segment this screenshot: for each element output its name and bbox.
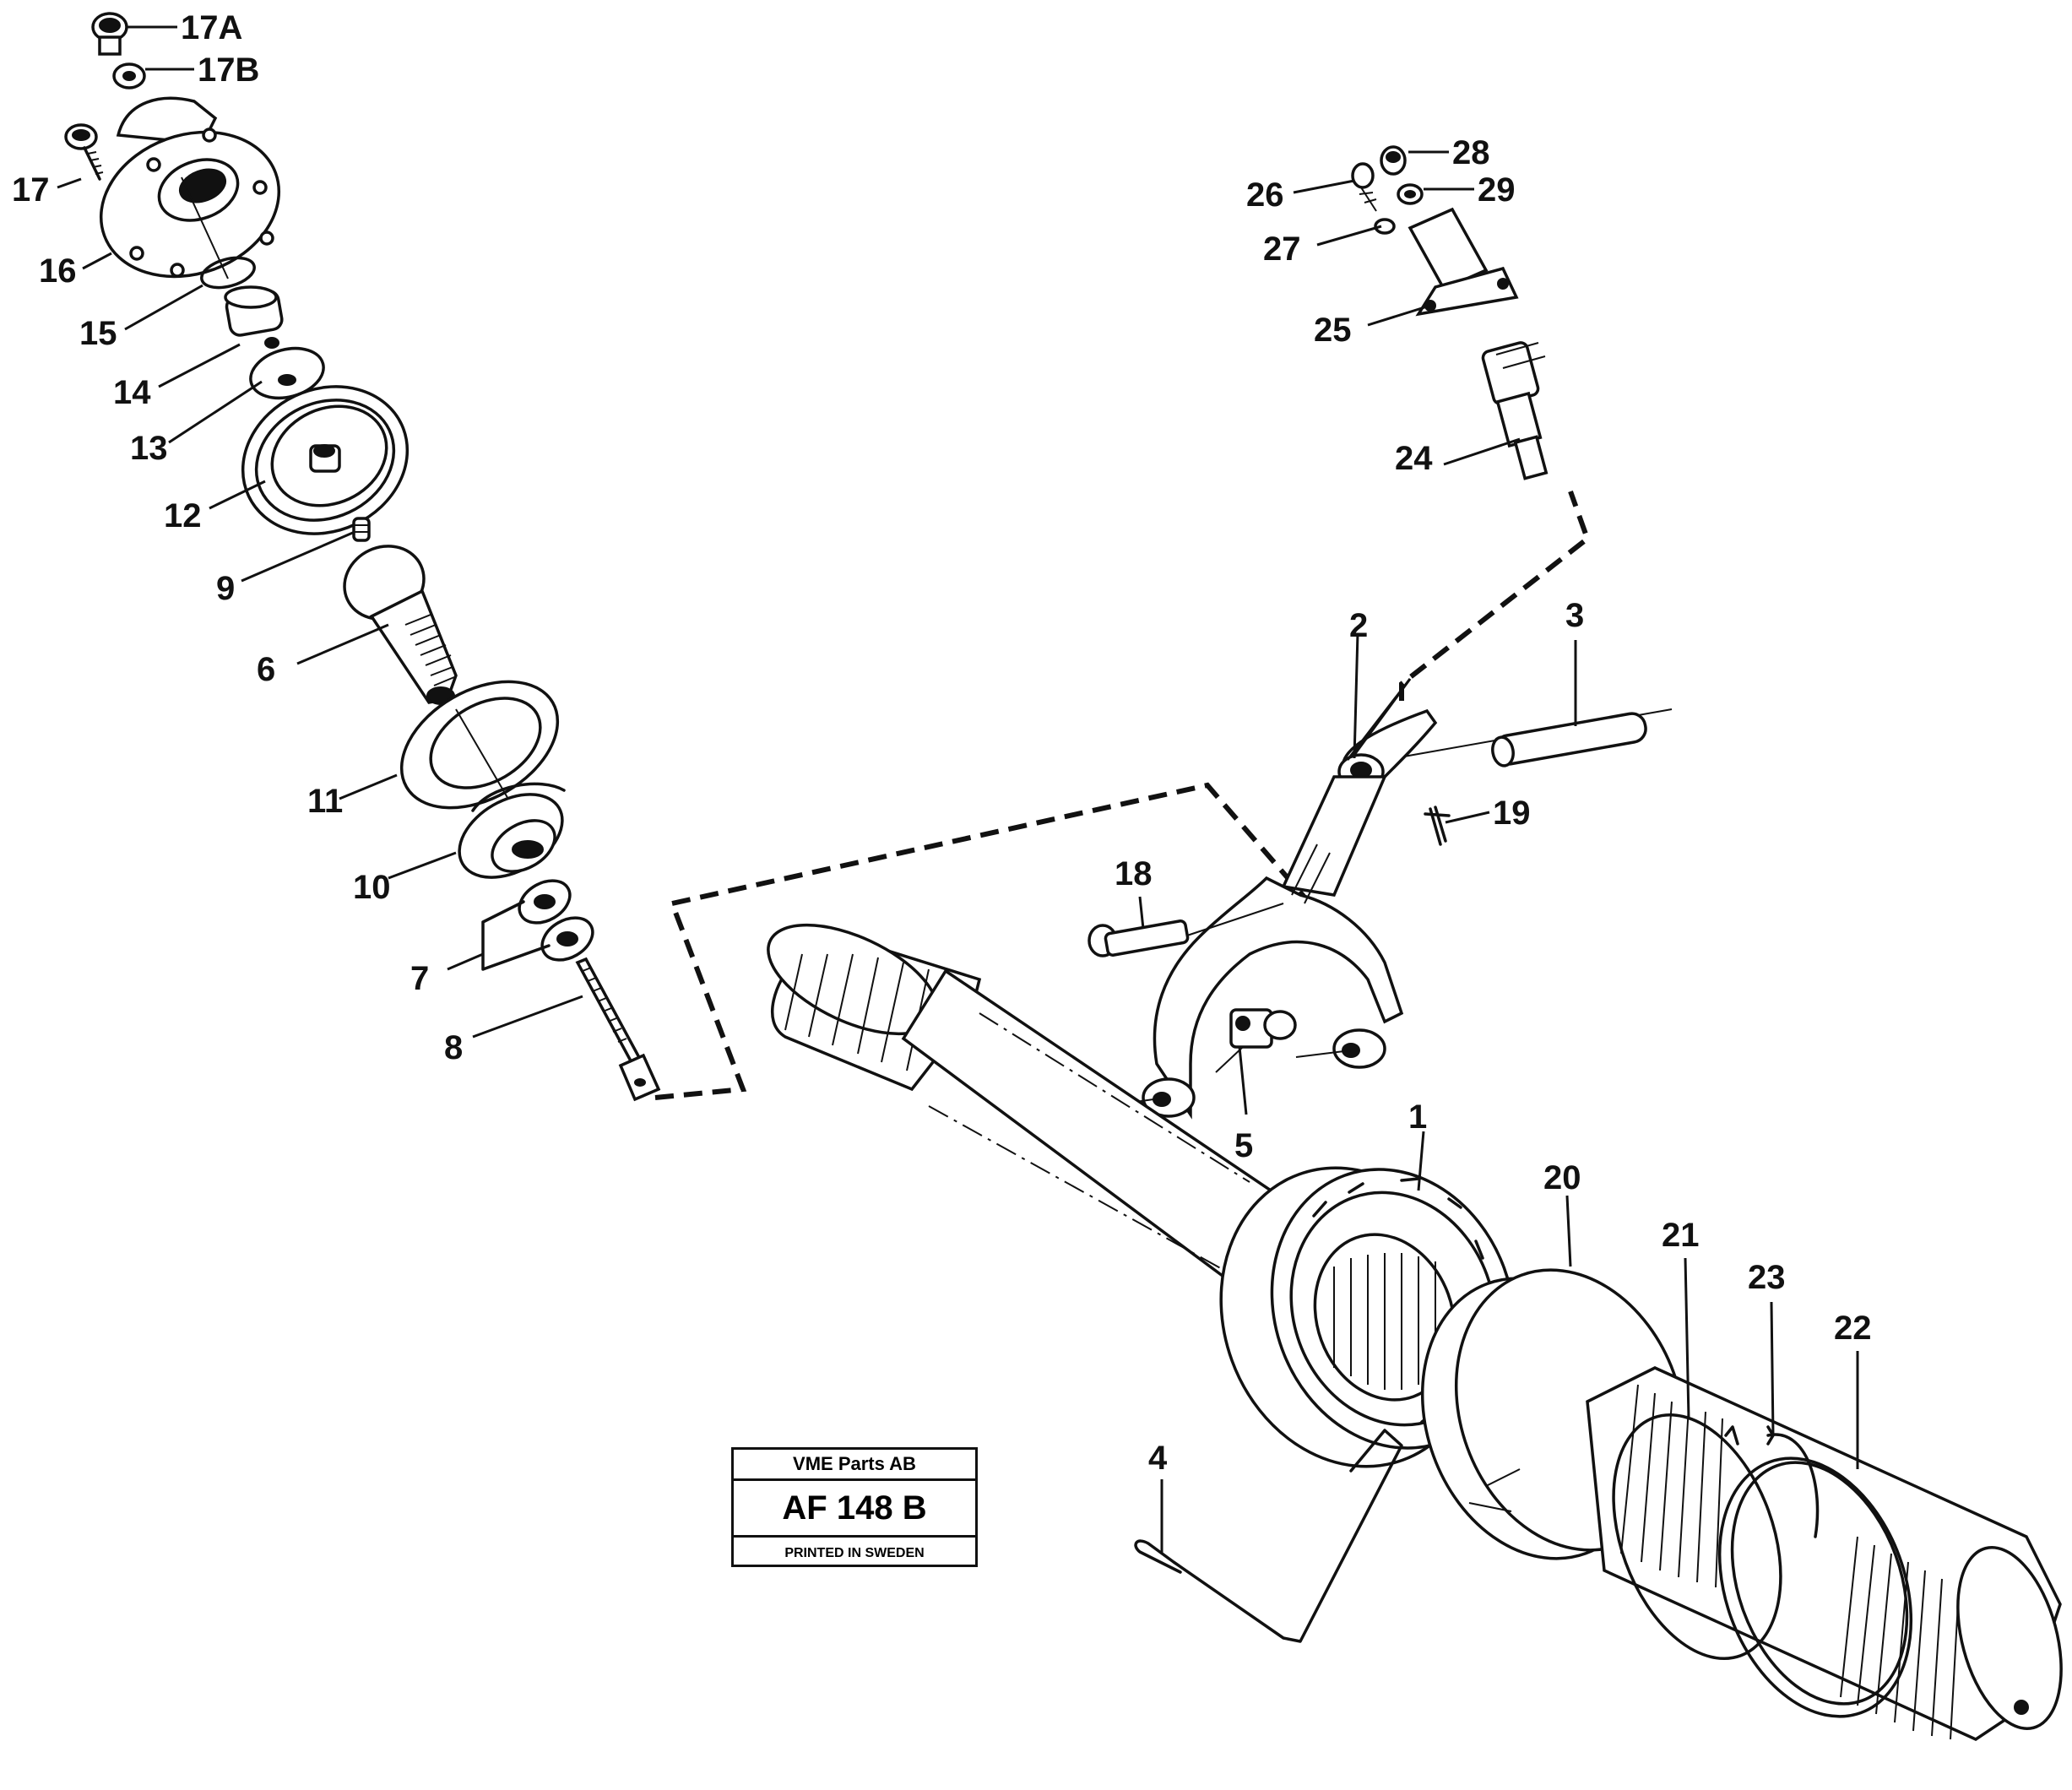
callout-23: 23 [1748, 1259, 1786, 1296]
part-16-flange [99, 96, 281, 279]
stamp-drawing-code: AF 148 B [734, 1481, 975, 1538]
callout-6: 6 [257, 651, 275, 688]
part-27-washer [1374, 218, 1396, 235]
part-25-bracket [1408, 207, 1519, 317]
part-7-nuts [481, 879, 594, 971]
callout-11: 11 [307, 783, 343, 820]
callout-28: 28 [1452, 134, 1490, 171]
part-4-spring-wire [1134, 1429, 1403, 1643]
callout-7: 7 [410, 960, 429, 997]
callout-5: 5 [1234, 1127, 1253, 1164]
part-17-bolt [64, 123, 104, 181]
callout-22: 22 [1834, 1310, 1872, 1347]
part-3-pin [1384, 708, 1673, 768]
part-8-clevis-rod [575, 957, 661, 1102]
part-17b-washer [112, 62, 146, 90]
part-5-slide-block [1215, 1008, 1297, 1073]
part-2-shift-fork [1105, 708, 1438, 1120]
callout-2: 2 [1349, 607, 1368, 644]
main-shaft-left [767, 923, 1286, 1286]
part-24-sensor [1481, 341, 1549, 480]
callout-4: 4 [1148, 1440, 1168, 1477]
part-9-nipple [352, 517, 371, 542]
part-14-bushing [224, 285, 284, 349]
stamp-printed-note: PRINTED IN SWEDEN [784, 1546, 925, 1560]
main-shaft-right [1586, 1366, 2063, 1741]
part-28-screw [1380, 145, 1407, 176]
part-6-piston-rod [343, 545, 458, 705]
part-29-washer [1397, 183, 1424, 205]
part-12-diaphragm [241, 385, 410, 535]
callout-3: 3 [1565, 597, 1584, 634]
publisher-stamp: VME Parts AB AF 148 B PRINTED IN SWEDEN [731, 1447, 978, 1567]
callout-15: 15 [79, 315, 117, 352]
callout-19: 19 [1493, 795, 1531, 832]
callout-26: 26 [1246, 176, 1284, 214]
linkage-dashed-route [654, 782, 1320, 1100]
callout-29: 29 [1478, 171, 1516, 209]
part-1-sleeve [1219, 1166, 1516, 1468]
callout-17: 17 [12, 171, 50, 209]
leader-lines [57, 25, 1859, 1554]
callout-12: 12 [164, 497, 202, 534]
callout-13: 13 [130, 430, 168, 467]
part-18-bolt [1088, 903, 1284, 957]
part-15-o-ring [200, 256, 256, 290]
callout-21: 21 [1662, 1217, 1700, 1254]
callout-20: 20 [1543, 1159, 1581, 1196]
callout-24: 24 [1395, 440, 1433, 477]
part-26-screw [1351, 162, 1377, 212]
stamp-company-name: VME Parts AB [734, 1450, 975, 1481]
part-17a-bolt [91, 12, 128, 56]
part-21-snap-ring [1612, 1413, 1782, 1661]
callout-1: 1 [1408, 1098, 1427, 1136]
callout-17b: 17B [198, 52, 259, 89]
part-22-seal-ring [1717, 1456, 1913, 1718]
callout-labels: 17A 17B 17 16 15 14 13 12 9 6 11 10 7 8 … [12, 9, 1872, 1477]
part-19-clip [1424, 806, 1451, 846]
callout-18: 18 [1115, 855, 1153, 892]
sensor-dashed-route [1399, 490, 1591, 701]
callout-14: 14 [113, 374, 151, 411]
callout-16: 16 [39, 252, 77, 290]
callout-8: 8 [444, 1029, 463, 1066]
callout-17a: 17A [181, 9, 242, 46]
part-10-spring-seat [458, 782, 566, 879]
part-11-cup-seal [399, 680, 560, 811]
callout-10: 10 [353, 869, 391, 906]
callout-25: 25 [1314, 312, 1352, 349]
callout-9: 9 [216, 570, 235, 607]
callout-27: 27 [1263, 231, 1301, 268]
